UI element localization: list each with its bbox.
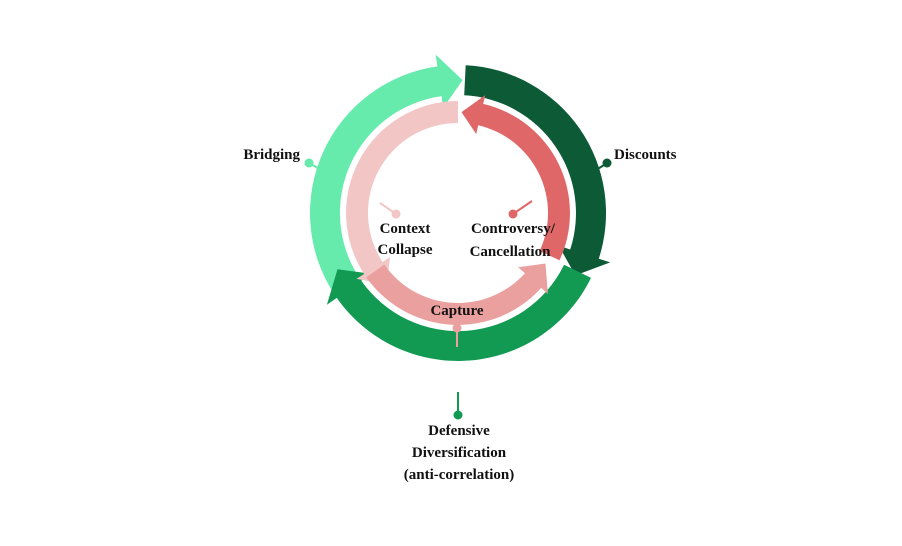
bridging-arrow bbox=[310, 54, 463, 294]
label-context-collapse-line1: Context bbox=[380, 221, 431, 237]
leader-capture-dot bbox=[452, 323, 462, 333]
label-context-collapse-line2: Collapse bbox=[377, 242, 432, 258]
label-discounts: Discounts bbox=[614, 147, 677, 163]
leader-discounts-dot bbox=[602, 158, 612, 168]
leader-context-collapse-dot bbox=[391, 209, 401, 219]
defensive-diversification-arrow bbox=[326, 264, 591, 361]
leader-lines-group bbox=[304, 158, 612, 420]
label-controversy-line1: Controversy/ bbox=[471, 221, 556, 237]
context-collapse-arrow bbox=[346, 101, 458, 285]
label-bridging: Bridging bbox=[243, 147, 300, 163]
label-defensive-line1: Defensive bbox=[428, 423, 490, 439]
discounts-arrow bbox=[464, 65, 611, 276]
label-defensive-line2: Diversification bbox=[412, 445, 507, 461]
label-defensive-line3: (anti-correlation) bbox=[404, 467, 515, 483]
leader-bridging-dot bbox=[304, 158, 314, 168]
arrow-ring-group bbox=[310, 54, 611, 361]
label-capture: Capture bbox=[430, 303, 483, 319]
capture-arrow bbox=[366, 263, 548, 325]
label-controversy-line2: Cancellation bbox=[470, 244, 551, 260]
controversy-cancellation-arrow bbox=[461, 95, 570, 261]
leader-controversy-dot bbox=[508, 209, 518, 219]
leader-defensive-dot bbox=[453, 410, 463, 420]
